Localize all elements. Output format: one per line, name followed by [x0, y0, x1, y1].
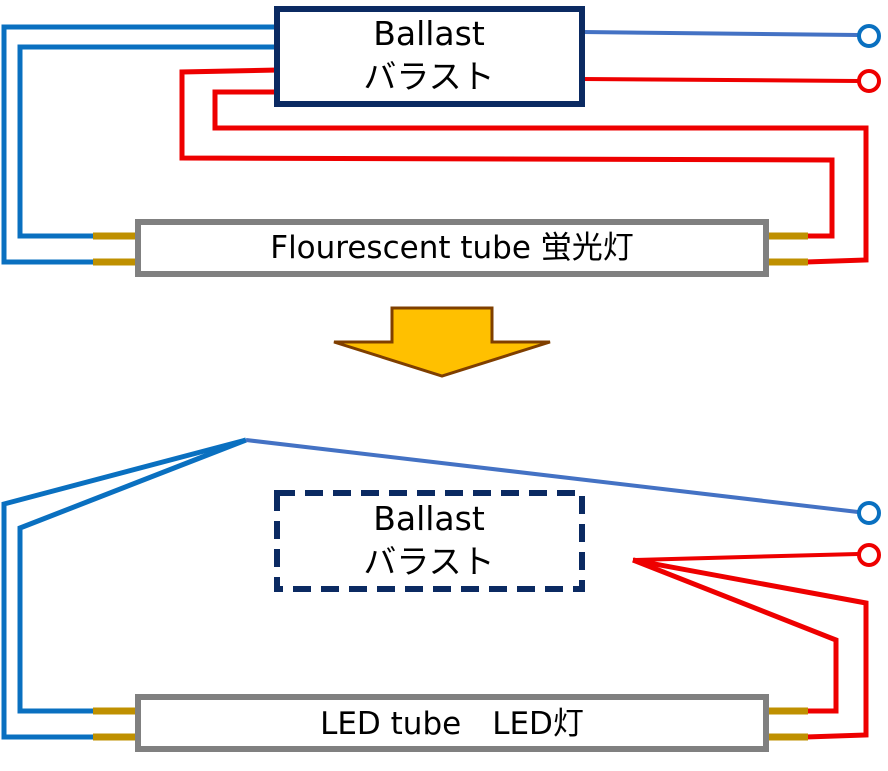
top-circuit: Ballast バラスト Flourescent tube 蛍光灯	[1, 6, 881, 277]
top-blue-wire-supply	[581, 30, 859, 37]
top-blue-wire-inner	[17, 44, 278, 239]
top-blue-wire-outer	[1, 24, 278, 265]
top-red-wire-outer	[179, 67, 835, 239]
bottom-red-wire-supply	[632, 552, 859, 562]
bottom-blue-wire-inner	[17, 437, 247, 714]
bottom-red-wire-inner	[632, 557, 869, 740]
bottom-blue-wire-outer	[1, 437, 247, 740]
top-red-wire-supply	[581, 77, 859, 83]
bottom-ballast-label-en: Ballast	[373, 499, 485, 538]
bottom-tube-label: LED tube LED灯	[320, 706, 584, 742]
bottom-blue-wire-supply	[245, 438, 859, 514]
bottom-circuit: Ballast バラスト LED tube LED灯	[1, 437, 881, 752]
bottom-red-terminal-icon	[857, 543, 881, 567]
top-ballast-box	[274, 6, 585, 107]
bottom-blue-terminal-icon	[857, 501, 881, 525]
down-arrow-icon	[333, 306, 551, 378]
bottom-led-tube	[135, 694, 769, 752]
top-ballast-label-ja: バラスト	[363, 57, 494, 96]
top-ballast-label-en: Ballast	[373, 14, 485, 53]
bottom-ballast-label-ja: バラスト	[363, 542, 494, 581]
top-tube-label: Flourescent tube 蛍光灯	[270, 230, 634, 266]
bottom-red-wire-outer	[632, 557, 839, 714]
bottom-ballast-box-bypassed	[274, 490, 585, 592]
top-red-terminal-icon	[857, 69, 881, 93]
top-fluorescent-tube	[135, 219, 769, 277]
top-blue-terminal-icon	[857, 24, 881, 48]
top-red-wire-inner	[212, 89, 869, 265]
